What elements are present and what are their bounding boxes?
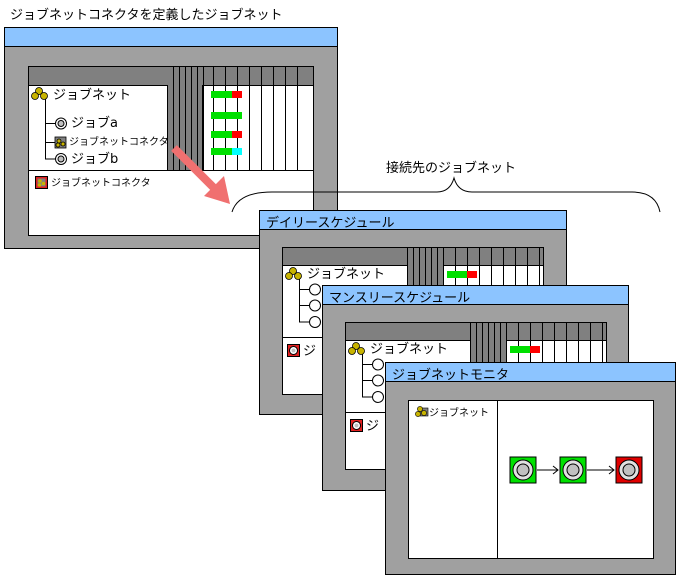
bar-job-a-green <box>211 112 242 119</box>
tree-job-a-label[interactable]: ジョブa <box>71 116 118 131</box>
tree-connector-label[interactable]: ジョブネットコネクタ <box>69 137 169 148</box>
tree-root-label[interactable]: ジョブネット <box>53 88 132 103</box>
daily-bottom-icon <box>287 344 300 357</box>
daily-title: デイリースケジュール <box>266 216 395 231</box>
tree-job-b-label[interactable]: ジョブb <box>71 152 119 167</box>
bar-job-b-cyan <box>232 148 242 155</box>
job-a-icon <box>55 117 67 130</box>
monitor-tree-root-label[interactable]: ジョブネット <box>429 408 489 419</box>
daily-bar-red <box>467 271 477 278</box>
monthly-bottom-label[interactable]: ジ <box>366 419 380 434</box>
daily-job-icons <box>309 283 321 328</box>
schedule-header <box>29 67 313 86</box>
monthly-tree-root-label[interactable]: ジョブネット <box>370 342 449 357</box>
monthly-bar-green <box>510 346 530 353</box>
daily-titlebar[interactable]: デイリースケジュール <box>260 211 566 231</box>
connected-caption: 接続先のジョブネット <box>386 161 517 176</box>
bottom-connector-icon <box>35 176 48 189</box>
monthly-tree-lines <box>348 342 384 403</box>
bottom-connector-label[interactable]: ジョブネットコネクタ <box>51 178 151 189</box>
daily-bottom-label[interactable]: ジ <box>303 344 317 359</box>
connector-icon <box>54 136 67 149</box>
job-b-icon <box>55 153 67 165</box>
monthly-bar-red <box>530 346 540 353</box>
main-window-titlebar[interactable] <box>5 28 337 47</box>
monthly-titlebar[interactable]: マンスリースケジュール <box>323 286 628 306</box>
bar-root-green <box>211 91 232 98</box>
monthly-title: マンスリースケジュール <box>329 291 471 306</box>
flow-job-3-icon <box>615 456 643 484</box>
monitor-titlebar[interactable]: ジョブネットモニタ <box>386 363 675 383</box>
bar-job-b-green <box>211 148 232 155</box>
monthly-jobnet-icon <box>348 342 365 355</box>
daily-bar-green <box>447 271 467 278</box>
jobnet-icon <box>31 87 48 100</box>
daily-jobnet-icon <box>285 267 302 280</box>
link-arrow <box>171 145 230 204</box>
brace <box>231 176 661 213</box>
monitor-flow <box>509 456 643 484</box>
flow-arrow-1 <box>537 465 559 475</box>
monthly-grid-lines <box>470 323 603 365</box>
main-caption: ジョブネットコネクタを定義したジョブネット <box>10 8 283 23</box>
monthly-job-icons <box>372 358 384 403</box>
daily-tree-root-label[interactable]: ジョブネット <box>307 267 386 282</box>
bar-root-red <box>232 91 242 98</box>
tree-divider <box>29 170 313 171</box>
bar-connector-red <box>232 131 242 138</box>
monitor-title: ジョブネットモニタ <box>392 368 510 383</box>
jobnet-monitor-window: ジョブネットモニタ ジョブネット <box>385 362 676 575</box>
tree-lines <box>31 87 67 165</box>
main-window-content: ジョブネット ジョブa ジョブネットコネクタ ジョブb ジョブネットコネクタ <box>28 66 314 236</box>
daily-grid-lines <box>407 248 540 290</box>
bar-connector-green <box>211 131 232 138</box>
monitor-content: ジョブネット <box>408 400 654 559</box>
flow-arrow-2 <box>587 465 615 475</box>
monitor-split <box>497 401 498 558</box>
daily-tree-lines <box>285 267 321 328</box>
monthly-bottom-icon <box>350 419 363 432</box>
main-jobnet-window: ジョブネット ジョブa ジョブネットコネクタ ジョブb ジョブネットコネクタ <box>4 27 338 249</box>
monitor-jobnet-icon <box>415 406 429 417</box>
flow-job-1-icon <box>509 456 537 484</box>
flow-job-2-icon <box>559 456 587 484</box>
